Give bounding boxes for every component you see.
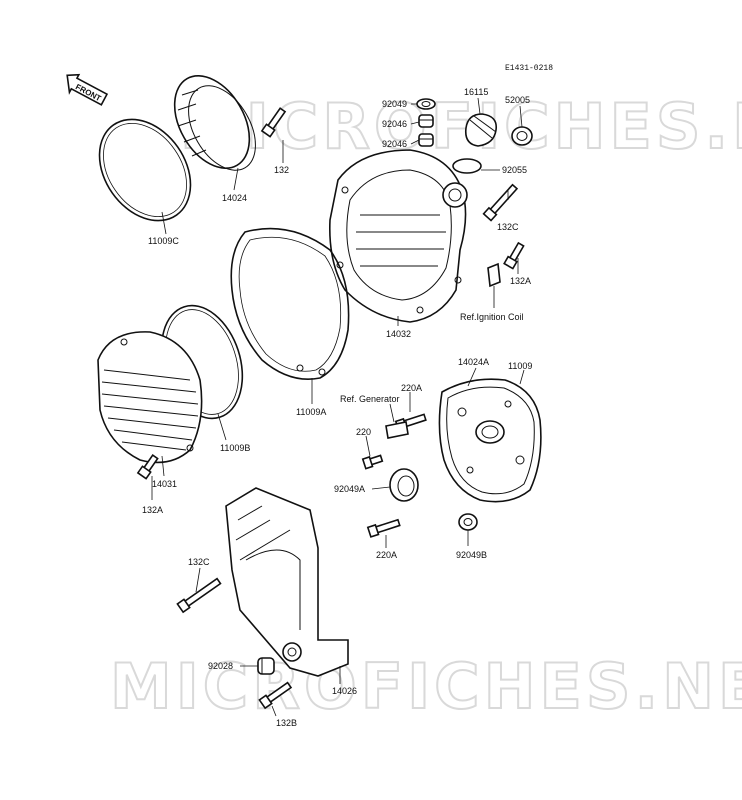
collar-92028	[257, 657, 275, 675]
label-92049a: 92049A	[334, 484, 365, 494]
label-132c-top: 132C	[497, 222, 519, 232]
bolt-132c-top	[482, 183, 519, 222]
guard-14026	[225, 487, 349, 677]
leader-lines	[151, 97, 525, 717]
clamp-bracket	[487, 262, 501, 288]
label-14024a: 14024A	[458, 357, 489, 367]
finned-cover-14031	[97, 331, 203, 464]
bolt-132c-bottom	[176, 577, 222, 614]
o-ring-92055	[452, 158, 482, 174]
diagram-code: E1431-0218	[505, 64, 553, 73]
label-92055: 92055	[502, 165, 527, 175]
label-11009: 11009	[508, 361, 532, 371]
label-92049b: 92049B	[456, 550, 487, 560]
generator-clamp	[385, 421, 409, 439]
watermark-bottom: MICROFICHES.NET	[110, 650, 742, 723]
main-cover-14032	[328, 149, 468, 323]
cover-ring-14024	[173, 75, 256, 171]
bolt-132	[260, 107, 287, 138]
bolt-132a-top	[503, 241, 525, 270]
label-52005: 52005	[505, 95, 530, 105]
seal-92049a	[389, 468, 419, 502]
label-132b: 132B	[276, 718, 297, 728]
label-11009b: 11009B	[220, 443, 250, 453]
bolt-220a-bottom	[366, 518, 401, 538]
label-92028: 92028	[208, 661, 233, 671]
label-ref-ignition-coil: Ref.Ignition Coil	[460, 312, 524, 322]
bolt-132a-left	[136, 454, 159, 480]
label-132a-left: 132A	[142, 505, 163, 515]
gasket-11009c	[98, 118, 192, 222]
label-14026: 14026	[332, 686, 357, 696]
seal-92049b	[458, 513, 478, 531]
label-132c-bottom: 132C	[188, 557, 210, 567]
label-92046-a: 92046	[382, 119, 407, 129]
label-14031: 14031	[152, 479, 177, 489]
plate-14024a	[438, 378, 542, 503]
label-ref-generator: Ref. Generator	[340, 394, 400, 404]
seal-52005	[511, 126, 533, 146]
label-16115: 16115	[464, 87, 488, 97]
collar-92046-a	[418, 114, 434, 128]
label-220a-bottom: 220A	[376, 550, 397, 560]
gasket-11009a	[230, 227, 350, 380]
label-11009c: 11009C	[148, 236, 179, 246]
seal-92049	[416, 98, 436, 110]
cap-16115	[464, 113, 498, 147]
screw-220	[361, 454, 384, 470]
label-132a-top: 132A	[510, 276, 531, 286]
label-220: 220	[356, 427, 371, 437]
label-11009a: 11009A	[296, 407, 326, 417]
bolt-132b	[258, 681, 293, 710]
label-92046-b: 92046	[382, 139, 407, 149]
label-132: 132	[274, 165, 289, 175]
label-220a-top: 220A	[401, 383, 422, 393]
label-92049: 92049	[382, 99, 407, 109]
label-14024: 14024	[222, 193, 247, 203]
label-14032: 14032	[386, 329, 411, 339]
part-labels: 92049 92046 92046 16115 52005 92055 132 …	[142, 87, 532, 728]
collar-92046-b	[418, 133, 434, 147]
front-arrow-icon: FRONT	[66, 73, 109, 106]
